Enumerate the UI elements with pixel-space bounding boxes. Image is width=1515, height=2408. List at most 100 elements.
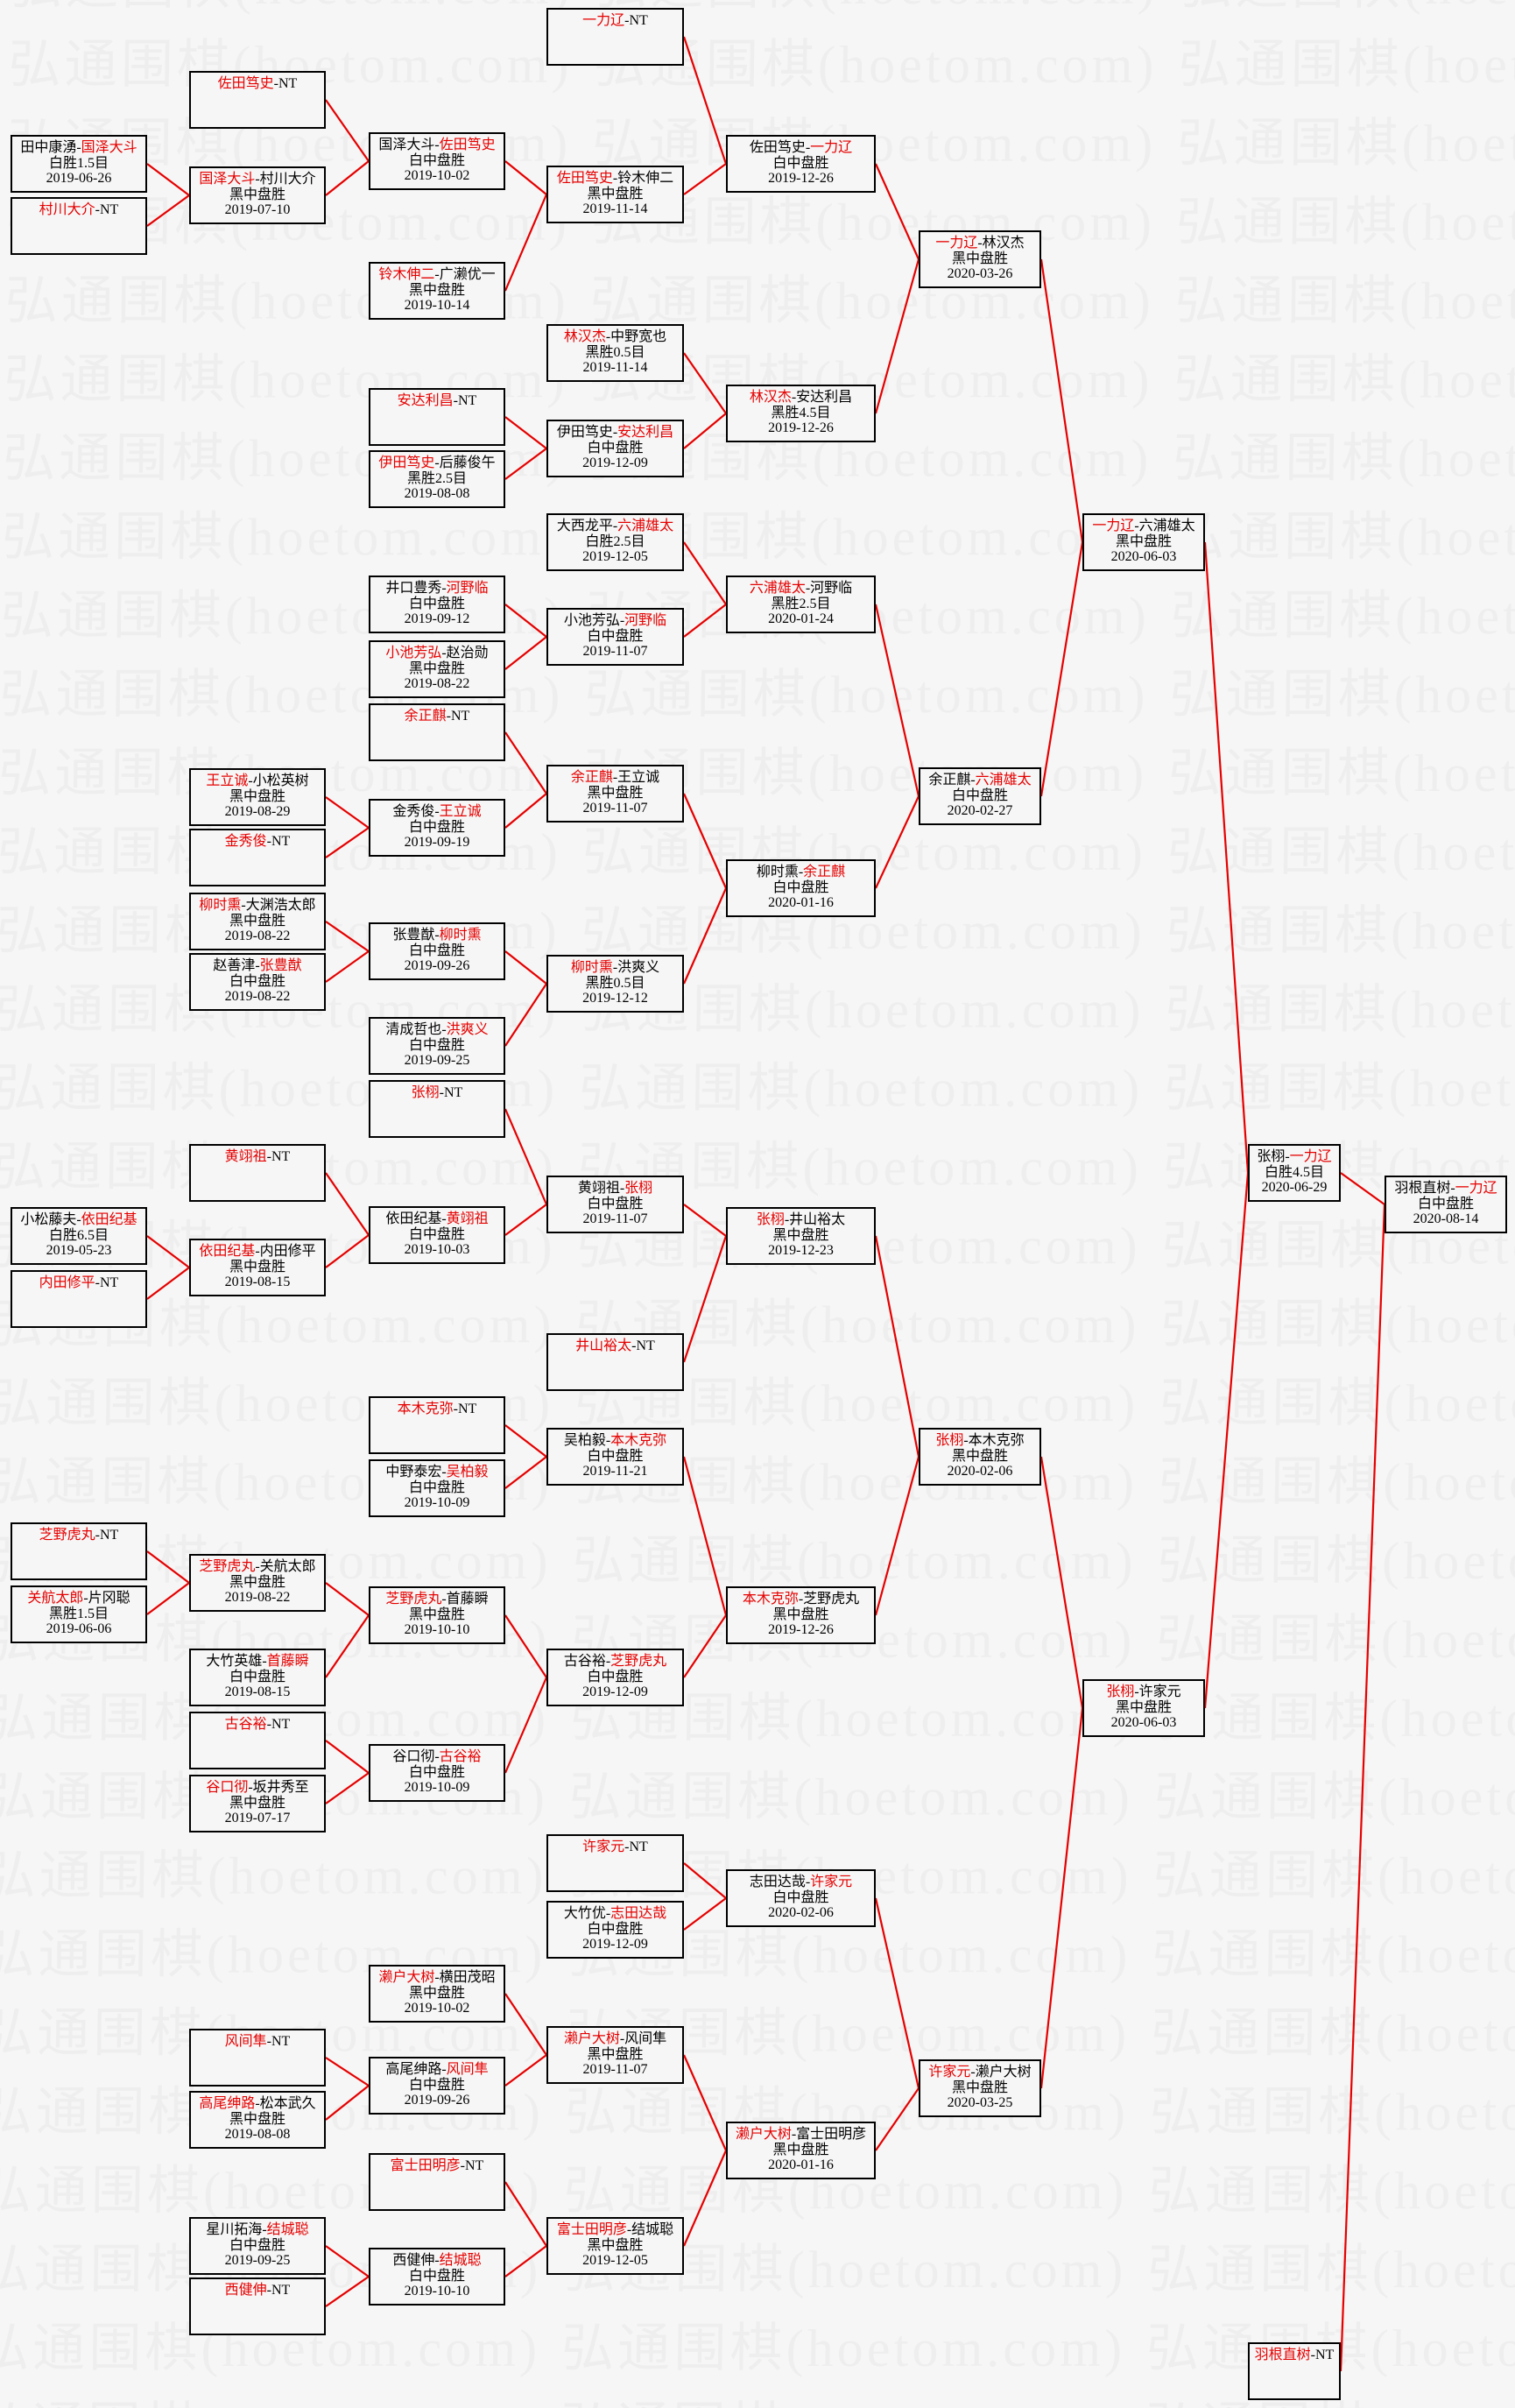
winner-name-link[interactable]: 佐田笃史 (217, 76, 274, 91)
match-players: 本木克弥-芝野虎丸 (728, 1592, 874, 1607)
winner-name-link[interactable]: 许家元 (928, 2065, 971, 2080)
winner-name-link[interactable]: 濑户大树 (378, 1970, 435, 1985)
winner-name-link[interactable]: 余正麒 (404, 709, 447, 724)
winner-name-link[interactable]: 一力辽 (810, 140, 853, 155)
winner-name-link[interactable]: 芝野虎丸 (610, 1654, 667, 1669)
winner-name-link[interactable]: 许家元 (810, 1875, 853, 1889)
winner-name-link[interactable]: 濑户大树 (563, 2031, 620, 2046)
winner-name-link[interactable]: 结城聪 (439, 2253, 482, 2268)
winner-name-link[interactable]: 河野临 (624, 613, 667, 628)
loser-name: 西健伸 (392, 2253, 435, 2268)
winner-name-link[interactable]: 黄翊祖 (224, 1149, 267, 1164)
winner-name-link[interactable]: 本木克弥 (397, 1402, 454, 1416)
winner-name-link[interactable]: 林汉杰 (563, 329, 606, 344)
winner-name-link[interactable]: 铃木伸二 (378, 267, 435, 282)
winner-name-link[interactable]: 古谷裕 (224, 1717, 267, 1732)
winner-name-link[interactable]: 依田纪基 (81, 1212, 137, 1227)
winner-name-link[interactable]: 六浦雄太 (617, 519, 674, 533)
winner-name-link[interactable]: 吴柏毅 (446, 1465, 489, 1479)
winner-name-link[interactable]: 张栩 (756, 1212, 785, 1227)
winner-name-link[interactable]: 古谷裕 (439, 1749, 482, 1764)
bracket-connector (683, 413, 727, 449)
match-result: 白中盘胜 (408, 2077, 465, 2093)
winner-name-link[interactable]: 张栩 (624, 1181, 653, 1196)
winner-name-link[interactable]: 佐田笃史 (556, 171, 613, 186)
match-players: 张栩-许家元 (1084, 1684, 1203, 1700)
winner-name-link[interactable]: 本木克弥 (610, 1433, 667, 1448)
winner-name-link[interactable]: 黄翊祖 (446, 1211, 489, 1226)
winner-name-link[interactable]: 一力辽 (935, 236, 978, 251)
match-players: 濑户大树-风间隼 (548, 2031, 682, 2047)
winner-name-link[interactable]: 谷口彻 (206, 1780, 249, 1795)
winner-name-link[interactable]: 首藤瞬 (266, 1654, 309, 1669)
match-date: 2019-09-26 (404, 2093, 470, 2108)
winner-name-link[interactable]: 西健伸 (224, 2283, 267, 2298)
winner-name-link[interactable]: 濑户大树 (735, 2127, 792, 2142)
winner-name-link[interactable]: 内田修平 (39, 1275, 95, 1290)
match-players: 清成哲也-洪爽义 (370, 1022, 504, 1038)
winner-name-link[interactable]: 芝野虎丸 (385, 1592, 442, 1607)
winner-name-link[interactable]: 王立诚 (206, 773, 249, 788)
winner-name-link[interactable]: 柳时熏 (439, 928, 482, 943)
loser-name: 金秀俊 (392, 804, 435, 819)
winner-name-link[interactable]: 依田纪基 (199, 1244, 256, 1259)
winner-name-link[interactable]: 风间隼 (446, 2062, 489, 2077)
winner-name-link[interactable]: 风间隼 (224, 2034, 267, 2049)
winner-name-link[interactable]: 安达利昌 (617, 425, 674, 440)
winner-name-link[interactable]: 洪爽义 (446, 1022, 489, 1037)
winner-name-link[interactable]: 一力辽 (1092, 519, 1135, 533)
match-result: 白中盘胜 (229, 2237, 285, 2253)
match-result: 黑中盘胜 (229, 1259, 285, 1275)
winner-name-link[interactable]: 富士田明彦 (556, 2222, 627, 2237)
winner-name-link[interactable]: 柳时熏 (570, 960, 613, 975)
bracket-connector (874, 1235, 920, 1458)
players-separator: - (805, 581, 811, 596)
match-date: 2019-08-15 (224, 1684, 291, 1699)
winner-name-link[interactable]: 羽根直树 (1254, 2348, 1311, 2362)
match-date: 2020-02-27 (947, 803, 1013, 818)
winner-name-link[interactable]: 六浦雄太 (975, 773, 1032, 787)
winner-name-link[interactable]: 张豊猷 (259, 958, 302, 973)
winner-name-link[interactable]: 余正麒 (570, 770, 613, 785)
winner-name-link[interactable]: 佐田笃史 (439, 138, 496, 152)
match-players: 伊田笃史-后藤俊午 (370, 455, 504, 471)
bye-box: 古谷裕-NT (189, 1712, 326, 1769)
winner-name-link[interactable]: 金秀俊 (224, 834, 267, 849)
winner-name-link[interactable]: 安达利昌 (397, 393, 454, 408)
winner-name-link[interactable]: 国泽大斗 (199, 172, 256, 187)
winner-name-link[interactable]: 张栩 (411, 1085, 440, 1100)
winner-name-link[interactable]: 关航太郎 (27, 1591, 84, 1606)
winner-name-link[interactable]: 村川大介 (39, 202, 95, 217)
match-result: 白中盘胜 (587, 1196, 644, 1211)
winner-name-link[interactable]: 富士田明彦 (390, 2158, 461, 2173)
bracket-connector (325, 1234, 370, 1268)
winner-name-link[interactable]: 一力辽 (1289, 1149, 1332, 1164)
winner-name-link[interactable]: 张栩 (1106, 1684, 1135, 1699)
winner-name-link[interactable]: 芝野虎丸 (199, 1559, 256, 1574)
winner-name-link[interactable]: 结城聪 (266, 2222, 309, 2237)
winner-name-link[interactable]: 王立诚 (439, 804, 482, 819)
winner-name-link[interactable]: 小池芳弘 (385, 646, 442, 660)
winner-name-link[interactable]: 井山裕太 (575, 1338, 632, 1353)
winner-name-link[interactable]: 柳时熏 (199, 898, 242, 913)
winner-name-link[interactable]: 高尾绅路 (199, 2096, 256, 2111)
winner-name-link[interactable]: 本木克弥 (742, 1592, 799, 1607)
winner-name-link[interactable]: 一力辽 (582, 13, 625, 28)
winner-name-link[interactable]: 一力辽 (1455, 1181, 1497, 1196)
winner-name-link[interactable]: 余正麒 (803, 865, 846, 879)
winner-name-link[interactable]: 许家元 (582, 1840, 625, 1854)
bracket-connector (1039, 1456, 1084, 1709)
winner-name-link[interactable]: 六浦雄太 (749, 581, 806, 596)
match-players: 金秀俊-NT (191, 834, 324, 850)
winner-name-link[interactable]: 林汉杰 (749, 390, 792, 405)
winner-name-link[interactable]: 张栩 (935, 1433, 964, 1448)
winner-name-link[interactable]: 国泽大斗 (81, 140, 137, 155)
winner-name-link[interactable]: 河野临 (446, 581, 489, 596)
winner-name-link[interactable]: 志田达哉 (610, 1906, 667, 1921)
winner-name-link[interactable]: 伊田笃史 (378, 455, 435, 470)
winner-name-link[interactable]: 芝野虎丸 (39, 1528, 95, 1543)
